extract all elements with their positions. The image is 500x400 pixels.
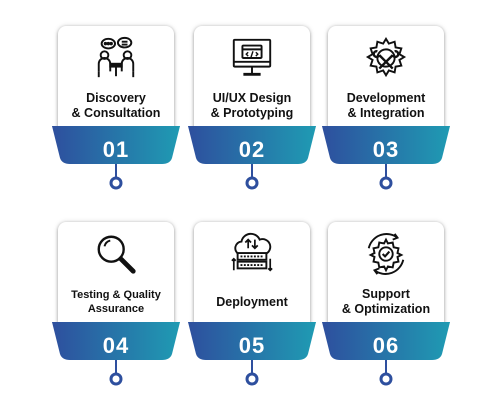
step-card-02: UI/UX Design & Prototyping 02 [188,26,316,196]
magnifier-icon [58,230,174,278]
step-card-06: Support & Optimization 06 [322,222,450,392]
step-number: 03 [372,137,400,162]
gear-check-icon [328,230,444,278]
step-title: UI/UX Design & Prototyping [210,91,294,120]
card-body: Development & Integration [328,26,444,138]
step-number-ribbon: 06 [322,322,450,394]
step-number-ribbon: 03 [322,126,450,198]
step-number: 05 [238,333,266,358]
step-number-ribbon: 02 [188,126,316,198]
step-title: Development & Integration [346,91,426,120]
step-number: 04 [102,333,130,358]
step-title: Discovery & Consultation [71,91,161,120]
step-number-ribbon: 04 [52,322,180,394]
step-number-ribbon: 05 [188,322,316,394]
monitor-code-icon [194,34,310,82]
card-body: Deployment [194,222,310,334]
step-title: Support & Optimization [341,287,431,316]
step-number: 02 [238,137,266,162]
cloud-server-icon [194,230,310,278]
card-body: Support & Optimization [328,222,444,334]
gear-wrench-icon [328,34,444,82]
step-number-ribbon: 01 [52,126,180,198]
card-body: UI/UX Design & Prototyping [194,26,310,138]
step-number: 06 [372,333,400,358]
step-number: 01 [102,137,130,162]
step-card-05: Deployment 05 [188,222,316,392]
card-body: Discovery & Consultation [58,26,174,138]
consultation-icon [58,34,174,82]
step-card-04: Testing & Quality Assurance 04 [52,222,180,392]
step-title: Testing & Quality Assurance [71,289,161,315]
step-title: Deployment [216,294,288,309]
step-card-01: Discovery & Consultation 01 [52,26,180,196]
card-body: Testing & Quality Assurance [58,222,174,334]
step-card-03: Development & Integration 03 [322,26,450,196]
